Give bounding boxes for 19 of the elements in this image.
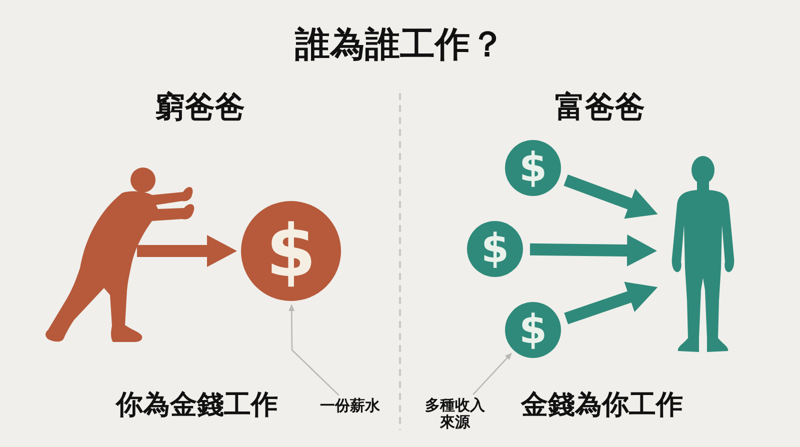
title: 誰為誰工作？ <box>295 24 505 66</box>
dollar-coin: $ <box>241 201 341 301</box>
caption: 金錢為你工作 <box>521 389 683 421</box>
arrow <box>564 282 658 324</box>
arrow <box>530 234 657 266</box>
arrow <box>564 174 658 219</box>
leader-line <box>472 352 512 396</box>
pushing-person-silhouette <box>44 166 197 344</box>
person-silhouette <box>669 155 737 354</box>
dollar-coin: $ <box>505 302 561 358</box>
dollar-coin: $ <box>505 140 561 196</box>
leader-line <box>288 304 340 396</box>
arrow <box>137 235 237 267</box>
caption: 你為金錢工作 <box>116 389 278 421</box>
section-heading: 富爸爸 <box>555 90 645 126</box>
callout-text: 一份薪水 <box>320 397 380 415</box>
callout-text: 多種收入來源 <box>424 396 486 432</box>
dollar-coin: $ <box>467 221 523 277</box>
section-heading: 窮爸爸 <box>155 90 245 126</box>
